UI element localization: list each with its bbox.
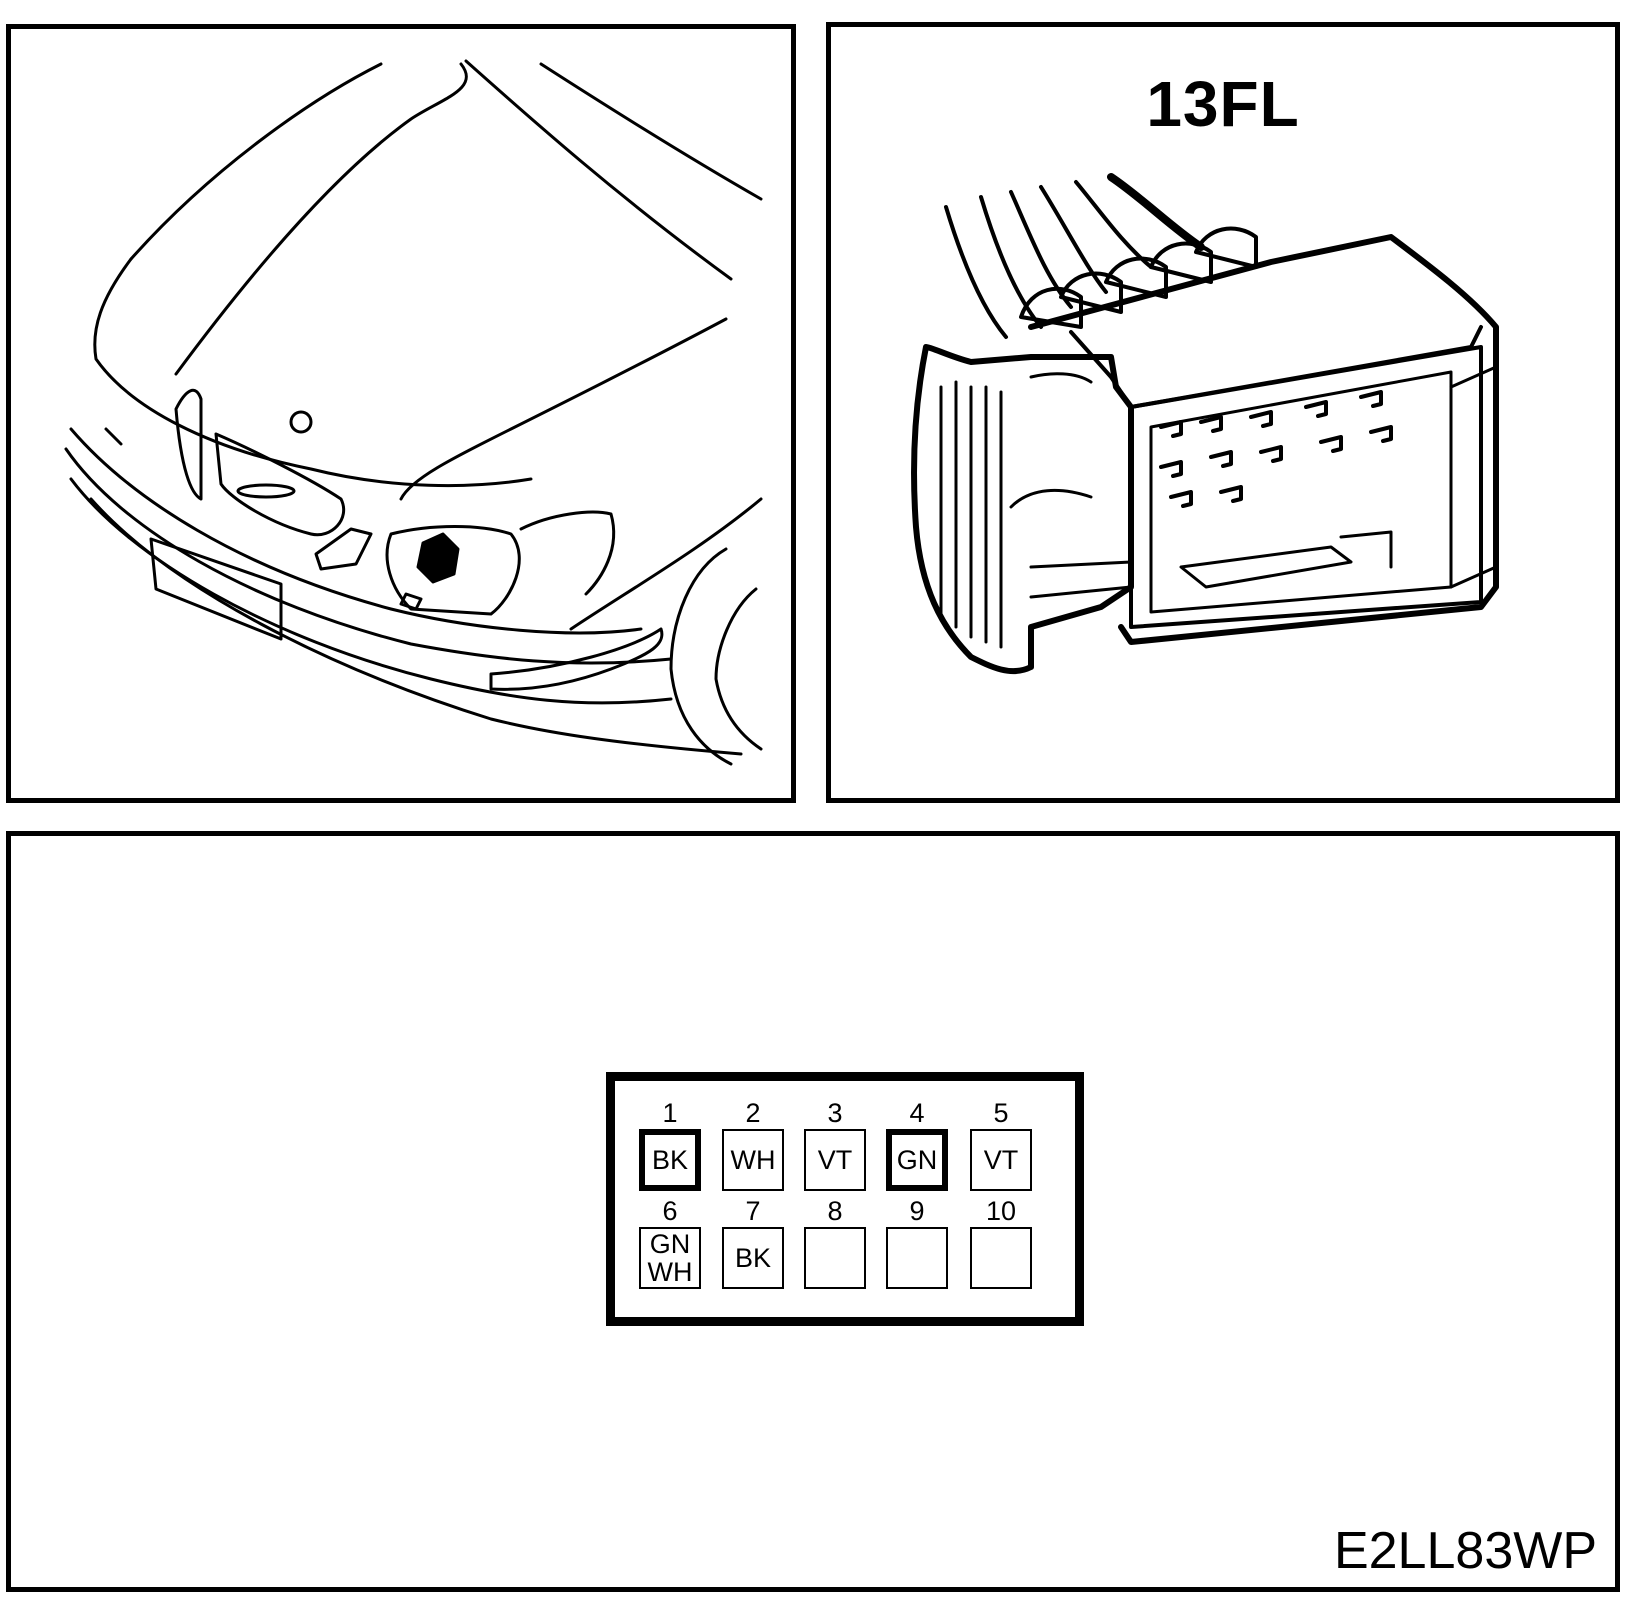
pin-wire-color — [886, 1227, 948, 1289]
pin-cavity-7: BK 7 — [722, 1197, 784, 1289]
pin-cavity-2: WH 2 — [722, 1099, 784, 1191]
pin-wire-color: WH — [722, 1129, 784, 1191]
connector-id-title: 13FL — [1146, 68, 1300, 140]
pin-cavity-3: VT 3 — [804, 1099, 866, 1191]
pin-number: 8 — [827, 1196, 843, 1226]
connector-illustration — [911, 173, 1499, 675]
pin-cavity-9: 9 — [886, 1197, 948, 1289]
wire-color-label: VT — [817, 1145, 853, 1175]
pin-wire-color — [804, 1227, 866, 1289]
wire-color-label: BK — [651, 1145, 689, 1175]
pin-number: 6 — [662, 1196, 678, 1226]
pin-number: 5 — [993, 1098, 1009, 1128]
pin-number: 4 — [909, 1098, 925, 1128]
pin-wire-color — [970, 1227, 1032, 1289]
pin-wire-color: BK — [639, 1129, 701, 1191]
wire-color-label: WH — [730, 1145, 776, 1175]
pin-number: 1 — [662, 1098, 678, 1128]
wire-color-label: GN — [896, 1145, 938, 1175]
pin-number: 9 — [909, 1196, 925, 1226]
connector-location-marker — [416, 532, 460, 584]
car-front-illustration — [64, 59, 763, 766]
pin-cavity-10: 10 — [970, 1197, 1032, 1289]
pin-cavity-1: BK 1 — [639, 1099, 701, 1191]
connector-view-panel: 13FL — [826, 22, 1620, 803]
figure-code: E2LL83WP — [1333, 1522, 1597, 1580]
pin-number: 2 — [745, 1098, 761, 1128]
pin-wire-color: VT — [804, 1129, 866, 1191]
pin-wire-color: VT — [970, 1129, 1032, 1191]
wire-color-label: WH — [647, 1257, 693, 1287]
vehicle-location-panel — [6, 24, 796, 803]
wire-color-label: BK — [734, 1243, 772, 1273]
pin-cavity-4: GN 4 — [886, 1099, 948, 1191]
pin-number: 10 — [985, 1196, 1017, 1226]
pin-wire-color: GN — [886, 1129, 948, 1191]
wire-color-label: VT — [983, 1145, 1019, 1175]
pin-number: 7 — [745, 1196, 761, 1226]
pin-wire-color: BK — [722, 1227, 784, 1289]
pin-cavity-8: 8 — [804, 1197, 866, 1289]
pin-number: 3 — [827, 1098, 843, 1128]
wire-color-label: GN — [649, 1229, 691, 1259]
pin-cavity-5: VT 5 — [970, 1099, 1032, 1191]
